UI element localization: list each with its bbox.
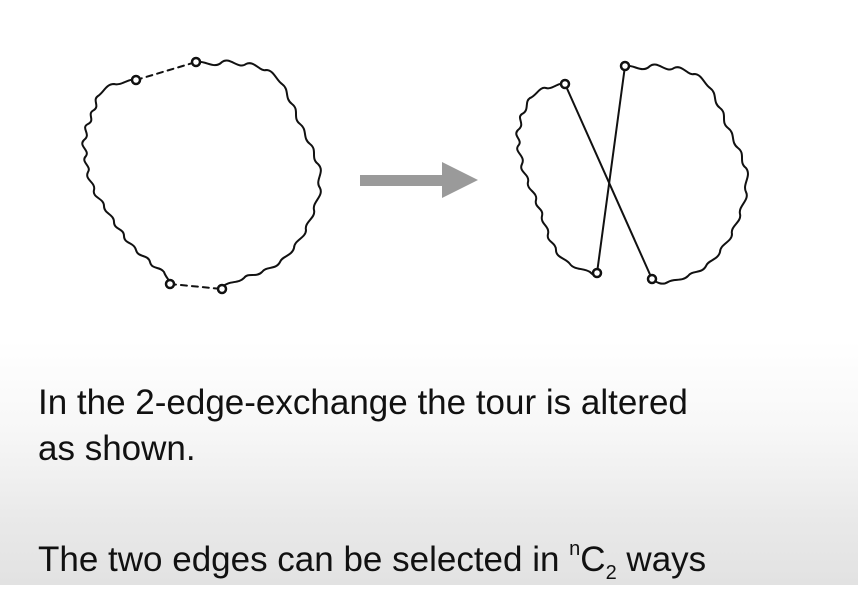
tour-after-left-path [515, 82, 598, 277]
combinations-suffix: ways [616, 540, 707, 579]
tour-before-nodes [130, 56, 228, 295]
node-after-bottom-left [591, 267, 603, 279]
new-edge-cross-b [596, 65, 626, 274]
combination-symbol-c: C [580, 540, 606, 579]
tour-before [81, 59, 322, 290]
tour-before-right-path [195, 59, 322, 288]
node-before-bottom-right [216, 283, 228, 295]
node-before-bottom-left [164, 278, 176, 290]
two-edge-exchange-diagram [81, 56, 749, 295]
node-after-top-left [559, 78, 571, 90]
combination-superscript-n: n [569, 538, 581, 560]
node-before-top-right [190, 56, 202, 68]
explanation-line-1: In the 2-edge-exchange the tour is alter… [38, 383, 688, 422]
node-before-top-left [130, 74, 142, 86]
node-after-top-right [619, 60, 631, 72]
arrow-head [442, 162, 478, 198]
explanation-paragraph: In the 2-edge-exchange the tour is alter… [38, 380, 838, 472]
combinations-paragraph: The two edges can be selected in nC2 way… [38, 526, 838, 596]
node-after-bottom-right [646, 273, 658, 285]
arrow-shaft [360, 175, 444, 186]
combination-subscript-2: 2 [605, 562, 617, 584]
removed-edge-bottom [169, 283, 223, 290]
tour-before-left-path [81, 78, 171, 285]
explanation-line-2: as shown. [38, 429, 196, 468]
tour-after [515, 63, 749, 285]
combinations-prefix: The two edges can be selected in [38, 540, 570, 579]
removed-edge-top [135, 61, 197, 81]
tour-after-right-path [624, 63, 749, 285]
transform-arrow [360, 162, 478, 198]
tour-after-nodes [559, 60, 658, 285]
